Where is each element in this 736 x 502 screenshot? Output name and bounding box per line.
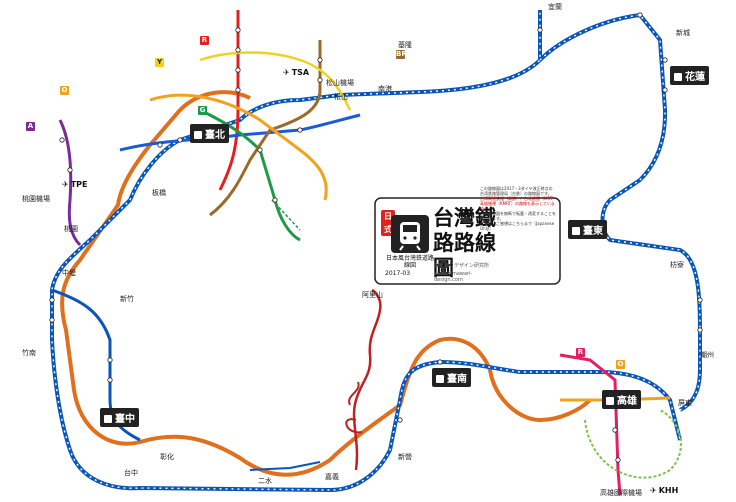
hsr-line: [60, 90, 592, 477]
train-icon: [674, 73, 682, 81]
alishan-line: [352, 288, 382, 471]
station-markers: [49, 12, 703, 463]
train-logo-icon: [391, 215, 429, 253]
station-taoyuan[interactable]: 桃園: [64, 225, 78, 233]
station-yilan[interactable]: 宜蘭: [548, 3, 562, 11]
mrt-yellow-line: [199, 51, 352, 111]
city-taipei[interactable]: 臺北: [190, 124, 229, 143]
airplane-icon: ✈: [650, 486, 657, 495]
station-alishan[interactable]: 阿里山: [362, 291, 383, 299]
map-subtitle: 日本風台灣鉄道路線図: [385, 255, 434, 269]
station-taichung-hsr[interactable]: 台中: [124, 469, 138, 477]
train-icon: [572, 227, 580, 235]
station-xincheng[interactable]: 新城: [676, 29, 690, 37]
airport-mrt-line: [58, 119, 82, 247]
tag-mrt-g: G: [198, 106, 207, 115]
brand-name[interactable]: ひまわりデザイン研究所: [434, 263, 490, 269]
mrt-red-line: [218, 10, 240, 191]
station-zhongli[interactable]: 中壢: [62, 269, 76, 277]
station-chiayi[interactable]: 嘉義: [325, 473, 339, 481]
airplane-icon: ✈: [283, 68, 290, 77]
city-kaohsiung[interactable]: 高雄: [602, 390, 641, 409]
tag-mrt-o: O: [60, 86, 69, 95]
mrt-blue-line: [119, 113, 361, 152]
station-songshan[interactable]: 松山: [334, 93, 348, 101]
airplane-icon: ✈: [62, 180, 69, 189]
airport-tsa-name: 松山機場: [326, 79, 354, 87]
tra-jiji-line: [249, 461, 321, 471]
map-date: 2017-03: [385, 270, 411, 277]
mrt-orange-line: [149, 93, 328, 201]
city-tainan[interactable]: 臺南: [432, 368, 471, 387]
station-fangliao[interactable]: 枋寮: [670, 261, 684, 269]
brand-url[interactable]: www.himawari-design.com: [434, 271, 473, 283]
city-taichung[interactable]: 臺中: [100, 408, 139, 427]
mrt-brown-line: [209, 40, 322, 217]
station-nangang[interactable]: 南港: [378, 85, 392, 93]
notice-text: この路線図は2017・3ダイヤ改正時点の 台湾鉄路管理局（台鉄）の路線図です。 …: [480, 186, 556, 231]
train-icon: [194, 131, 202, 139]
station-chaozhou[interactable]: 潮州: [700, 351, 714, 359]
station-keelung[interactable]: 基隆: [398, 41, 412, 49]
tag-kmrt-o: O: [616, 360, 625, 369]
tag-mrt-br: BR: [396, 50, 407, 59]
station-banqiao[interactable]: 板橋: [152, 189, 166, 197]
station-pingtung[interactable]: 屏東: [678, 399, 692, 407]
tag-mrt-r: R: [200, 36, 209, 45]
city-hualien[interactable]: 花蓮: [670, 66, 709, 85]
airport-tpe-name: 桃園機場: [22, 195, 50, 203]
station-changhua[interactable]: 彰化: [160, 453, 174, 461]
title-block: 日式 台灣鐵路路線圖 日本風台灣鉄道路線図 2017-03 ひまわりデザイン研究…: [381, 205, 501, 283]
tag-kmrt-r: R: [576, 348, 585, 357]
train-icon: [104, 415, 112, 423]
light-rail-line: [584, 409, 682, 479]
maokong-gondola: [271, 199, 301, 231]
tra-mountain-line: [51, 288, 141, 442]
airport-khh[interactable]: ✈KHH: [650, 486, 679, 495]
tag-mrt-y: Y: [155, 58, 164, 67]
airport-tpe[interactable]: ✈TPE: [62, 180, 88, 189]
train-icon: [436, 375, 444, 383]
airport-tsa[interactable]: ✈TSA: [283, 68, 310, 77]
airport-khh-name: 高雄國際機場: [600, 489, 642, 497]
station-hsinchu[interactable]: 新竹: [120, 295, 134, 303]
station-erhshui[interactable]: 二水: [258, 477, 272, 485]
train-icon: [606, 397, 614, 405]
kmrt-red-line: [559, 353, 622, 496]
city-taitung[interactable]: 臺東: [568, 220, 607, 239]
station-zhunan[interactable]: 竹南: [22, 349, 36, 357]
tag-airport-a: A: [26, 122, 35, 131]
map-title: 台灣鐵路路線圖: [433, 205, 496, 280]
station-xinying[interactable]: 新營: [398, 453, 412, 461]
